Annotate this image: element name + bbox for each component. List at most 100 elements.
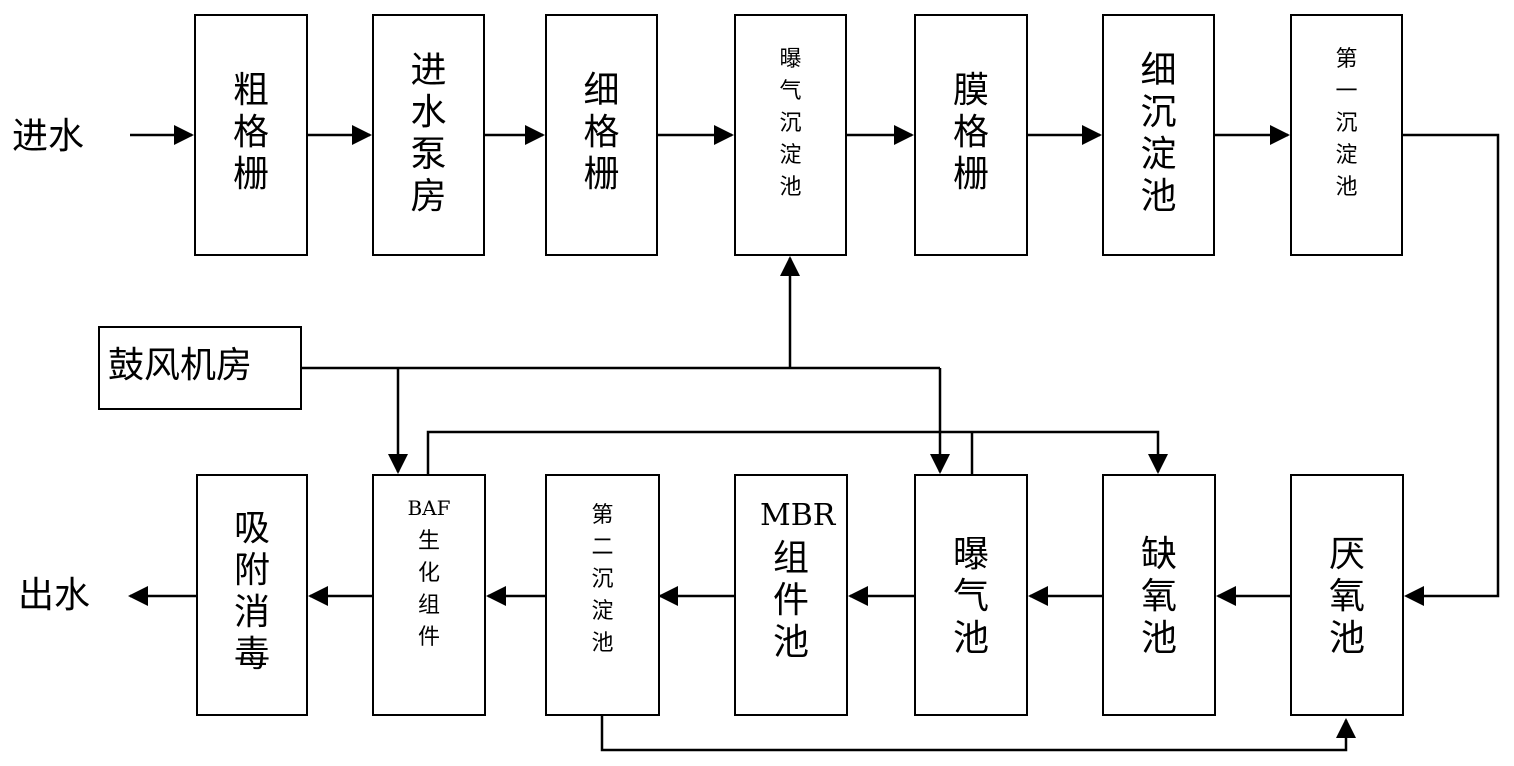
- arrowhead: [1404, 586, 1424, 606]
- box-char: 曝: [779, 47, 802, 72]
- arrowhead: [930, 454, 950, 474]
- box-char: 吸: [233, 508, 270, 549]
- box-char: 淀: [1140, 134, 1177, 175]
- box-char: 池: [952, 618, 989, 659]
- box-label: 组件池: [736, 538, 846, 664]
- arrowhead: [308, 586, 328, 606]
- box-char: 格: [232, 112, 269, 153]
- box-char: 一: [1335, 79, 1358, 104]
- recycle-baf-to-anoxic: [426, 430, 1160, 474]
- sludge-return-line: [600, 716, 1348, 752]
- box-label: 吸附消毒: [198, 508, 306, 676]
- arrowhead: [1336, 718, 1356, 738]
- blower-house-label: 鼓风机房: [108, 345, 253, 386]
- inlet-pump-house-box: 进水泵房: [372, 14, 485, 256]
- baf-module-box: BAF 生化组件: [372, 474, 486, 716]
- primary-settling-tank-box: 第一沉淀池: [1290, 14, 1403, 256]
- box-char: 房: [410, 176, 447, 217]
- box-char: 淀: [779, 143, 802, 168]
- box-char: 生: [417, 529, 440, 554]
- box-char: 池: [772, 622, 809, 663]
- box-label: 第一沉淀池: [1292, 44, 1401, 204]
- box-char: 粗: [232, 70, 269, 111]
- box-char: 池: [1328, 618, 1365, 659]
- arrowhead: [894, 125, 914, 145]
- box-char: 池: [779, 175, 802, 200]
- arrowhead: [1216, 586, 1236, 606]
- box-char: 沉: [1140, 92, 1177, 133]
- box-char: 水: [410, 92, 447, 133]
- arrowhead: [388, 454, 408, 474]
- box-char: 泵: [410, 134, 447, 175]
- mbr-tank-box: MBR 组件池: [734, 474, 848, 716]
- arrowhead: [525, 125, 545, 145]
- box-char: 组: [772, 538, 809, 579]
- box-char: 组: [417, 593, 440, 618]
- box-label: 膜格栅: [916, 70, 1026, 196]
- arrowhead: [780, 256, 800, 276]
- box-char: 氧: [1140, 576, 1177, 617]
- box-label: 缺氧池: [1104, 534, 1214, 660]
- box-label: 细格栅: [547, 70, 656, 196]
- box-char: 毒: [233, 634, 270, 675]
- box-label: 细沉淀池: [1104, 50, 1213, 218]
- box-label: 进水泵房: [374, 50, 483, 218]
- box-char: 进: [410, 50, 447, 91]
- box-char: 池: [591, 631, 614, 656]
- box-char: 厌: [1328, 534, 1365, 575]
- fine-settling-tank-box: 细沉淀池: [1102, 14, 1215, 256]
- box-label: 曝气沉淀池: [736, 44, 845, 204]
- membrane-screen-box: 膜格栅: [914, 14, 1028, 256]
- box-char: 氧: [1328, 576, 1365, 617]
- blower-house-box: 鼓风机房: [98, 326, 302, 410]
- aeration-tank-box: 曝气池: [914, 474, 1028, 716]
- box-char: 沉: [591, 567, 614, 592]
- box-char: 细: [583, 70, 620, 111]
- box-char: 缺: [1140, 534, 1177, 575]
- box-char: 件: [772, 580, 809, 621]
- box-char: 附: [233, 550, 270, 591]
- box-char: 气: [779, 79, 802, 104]
- box-char: 消: [233, 592, 270, 633]
- box-char: 栅: [952, 154, 989, 195]
- box-char: 沉: [779, 111, 802, 136]
- arrowhead: [1148, 454, 1168, 474]
- arrowhead: [174, 125, 194, 145]
- box-char: 池: [1335, 175, 1358, 200]
- box-char: 细: [1140, 50, 1177, 91]
- box-char: 栅: [583, 154, 620, 195]
- box-char: 第: [591, 503, 614, 528]
- box-char: 化: [417, 561, 440, 586]
- arrowhead: [658, 586, 678, 606]
- box-char: 池: [1140, 618, 1177, 659]
- secondary-settling-tank-box: 第二沉淀池: [545, 474, 660, 716]
- box-label: 生化组件: [374, 526, 484, 654]
- box-char: 二: [591, 535, 614, 560]
- arrowhead: [128, 586, 148, 606]
- anoxic-tank-box: 缺氧池: [1102, 474, 1216, 716]
- coarse-screen-box: 粗格栅: [194, 14, 308, 256]
- box-label: 曝气池: [916, 534, 1026, 660]
- box-char: 格: [583, 112, 620, 153]
- box-char: 气: [952, 576, 989, 617]
- box-char: 第: [1335, 47, 1358, 72]
- box-label: 厌氧池: [1292, 534, 1402, 660]
- baf-prefix: BAF: [407, 496, 451, 520]
- adsorption-disinfection-box: 吸附消毒: [196, 474, 308, 716]
- arrowhead: [352, 125, 372, 145]
- outlet-label: 出水: [18, 575, 91, 616]
- anaerobic-tank-box: 厌氧池: [1290, 474, 1404, 716]
- box-char: 池: [1140, 176, 1177, 217]
- box-char: 件: [417, 625, 440, 650]
- box-char: 淀: [1335, 143, 1358, 168]
- arrowhead: [1028, 586, 1048, 606]
- box-char: 曝: [952, 534, 989, 575]
- box-char: 栅: [232, 154, 269, 195]
- box-char: 淀: [591, 599, 614, 624]
- fine-screen-box: 细格栅: [545, 14, 658, 256]
- arrowhead: [848, 586, 868, 606]
- box-char: 膜: [952, 70, 989, 111]
- box-char: 沉: [1335, 111, 1358, 136]
- mbr-prefix: MBR: [760, 498, 836, 533]
